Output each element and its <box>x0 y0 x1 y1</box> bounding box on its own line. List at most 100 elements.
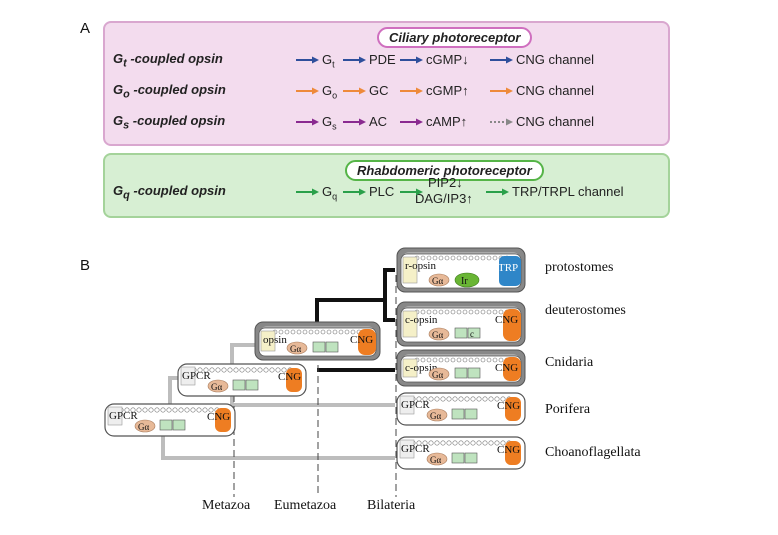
arrow-gt-1-head <box>312 56 319 64</box>
cnidaria-c-opsin-box-receptor <box>402 358 418 378</box>
protostome-r-opsin-box-trp-label: TRP <box>498 262 518 274</box>
node-eumetazoa: Eumetazoa <box>274 498 337 513</box>
porifera-gpcr-box-receptor-label: GPCR <box>401 399 430 411</box>
arrow-go-3-head <box>416 87 423 95</box>
deuterostome-c-opsin-box-bead <box>432 309 438 315</box>
choanoflagellata-gpcr-box-green-box-1 <box>451 452 465 464</box>
taxon-choanoflagellata: Choanoflagellata <box>545 445 641 460</box>
opsin-box-bilateria-bead <box>332 329 338 335</box>
cnidaria-c-opsin-box-bead <box>438 357 444 363</box>
arrow-gq-4-head <box>502 188 509 196</box>
ancestral-gpcr-box-metazoa-receptor <box>107 406 123 426</box>
deuterostome-c-opsin-box-green-box-1 <box>454 327 468 339</box>
choanoflagellata-gpcr-box-bead <box>482 440 488 446</box>
cnidaria-c-opsin-box-bead <box>444 357 450 363</box>
arrow-go-4-head <box>506 87 513 95</box>
cnidaria-c-opsin-box-bead <box>492 357 498 363</box>
g-protein-gs: Gs <box>322 114 337 132</box>
cnidaria-c-opsin-box-bead <box>462 357 468 363</box>
opsin-box-bilateria-bead <box>290 329 296 335</box>
deuterostome-c-opsin-box-bead <box>450 309 456 315</box>
opsin-box-bilateria-green-box-2 <box>325 341 339 353</box>
ancestral-gpcr-box-eumetazoa-bead <box>209 367 215 373</box>
rhabdomeric-photoreceptor-title: Rhabdomeric photoreceptor <box>345 160 544 181</box>
ancestral-gpcr-box-eumetazoa-green-box-1 <box>232 379 246 391</box>
opsin-box-bilateria-bead <box>338 329 344 335</box>
effector-gq: PLC <box>369 184 395 199</box>
deuterostome-c-opsin-box-galpha-label: Gα <box>432 330 443 340</box>
messenger-go: cGMP↑ <box>426 83 469 98</box>
g-protein-gt: Gt <box>322 52 335 70</box>
cnidaria-c-opsin-box-bead <box>468 357 474 363</box>
ancestral-gpcr-box-metazoa-cng-channel <box>215 408 231 432</box>
arrow-go-2-head <box>359 87 366 95</box>
porifera-gpcr-box-cng-channel <box>505 397 521 421</box>
ancestral-gpcr-box-metazoa-bead <box>208 407 214 413</box>
ancestral-gpcr-box-metazoa-bead <box>136 407 142 413</box>
cnidaria-c-opsin-box-bead <box>498 357 504 363</box>
choanoflagellata-gpcr-box-galpha-label: Gα <box>430 455 441 465</box>
porifera-gpcr-box-bead <box>470 396 476 402</box>
ancestral-gpcr-box-eumetazoa-bead <box>197 367 203 373</box>
opsin-box-bilateria-bead <box>278 329 284 335</box>
cnidaria-c-opsin-box-galpha-label: Gα <box>432 370 443 380</box>
porifera-gpcr-box-bead <box>428 396 434 402</box>
ancestral-gpcr-box-eumetazoa-green-box-2 <box>245 379 259 391</box>
protostome-r-opsin-box-bead <box>450 255 456 261</box>
protostome-r-opsin-box-bead <box>432 255 438 261</box>
porifera-gpcr-box-galpha-label: Gα <box>430 411 441 421</box>
arrow-gq-2-head <box>359 188 366 196</box>
ancestral-gpcr-box-eumetazoa-bead <box>227 367 233 373</box>
ancestral-gpcr-box-metazoa-bead <box>190 407 196 413</box>
porifera-gpcr-box-bead <box>464 396 470 402</box>
porifera-gpcr-box-green-box-1 <box>451 408 465 420</box>
channel-gq: TRP/TRPL channel <box>512 184 624 199</box>
arrow-go-1-head <box>312 87 319 95</box>
protostome-r-opsin-box-bead <box>456 255 462 261</box>
deuterostome-c-opsin-box-cng-label: CNG <box>495 314 518 326</box>
cnidaria-c-opsin-box-bead <box>432 357 438 363</box>
porifera-gpcr-box-cng-label: CNG <box>497 400 520 412</box>
protostome-r-opsin-box-receptor-label: r-opsin <box>405 260 436 272</box>
arrow-gs-2-head <box>359 118 366 126</box>
ancestral-gpcr-box-eumetazoa-bead <box>251 367 257 373</box>
protostome-r-opsin-box-bead <box>486 255 492 261</box>
ancestral-gpcr-box-eumetazoa-receptor <box>180 366 196 386</box>
ancestral-gpcr-box-metazoa-green-box-1 <box>159 419 173 431</box>
effector-gs: AC <box>369 114 388 129</box>
ancestral-gpcr-box-metazoa-bead <box>172 407 178 413</box>
arrow-gq-3-head <box>416 188 423 196</box>
galpha-icon <box>134 419 156 433</box>
arrow-gq-1-head <box>312 188 319 196</box>
opsin-label-gt: Gt -coupled opsin <box>113 51 223 70</box>
ancestral-gpcr-box-metazoa-bead <box>154 407 160 413</box>
porifera-gpcr-box-bead <box>494 396 500 402</box>
porifera-gpcr-box-bead <box>488 396 494 402</box>
protostome-r-opsin-box-bead <box>480 255 486 261</box>
arrow-gt-4-head <box>506 56 513 64</box>
choanoflagellata-gpcr-box-cng-channel <box>505 441 521 465</box>
protostome-r-opsin-box-bead <box>474 255 480 261</box>
deuterostome-c-opsin-box-bead <box>420 309 426 315</box>
ancestral-gpcr-box-metazoa-bead <box>178 407 184 413</box>
choanoflagellata-gpcr-box-bead <box>446 440 452 446</box>
deuterostome-c-opsin-box-bead <box>444 309 450 315</box>
ancestral-gpcr-box-metazoa-bead <box>148 407 154 413</box>
taxon-cnidaria: Cnidaria <box>545 355 594 370</box>
galpha-icon <box>428 273 450 287</box>
ancestral-gpcr-box-metazoa-bead <box>166 407 172 413</box>
messenger-gq-bottom: DAG/IP3↑ <box>415 191 473 206</box>
ancestral-gpcr-box-eumetazoa-bead <box>257 367 263 373</box>
ancestral-gpcr-box-metazoa-receptor-label: GPCR <box>109 410 138 422</box>
choanoflagellata-gpcr-box-bead <box>488 440 494 446</box>
galpha-icon <box>286 341 308 355</box>
opsin-label-go: Go -coupled opsin <box>113 82 226 101</box>
ancestral-gpcr-box-eumetazoa-cng-label: CNG <box>278 371 301 383</box>
porifera-gpcr-box-bead <box>500 396 506 402</box>
taxon-porifera: Porifera <box>545 402 591 417</box>
node-bilateria: Bilateria <box>367 498 416 513</box>
ancestral-gpcr-box-metazoa-bead <box>196 407 202 413</box>
